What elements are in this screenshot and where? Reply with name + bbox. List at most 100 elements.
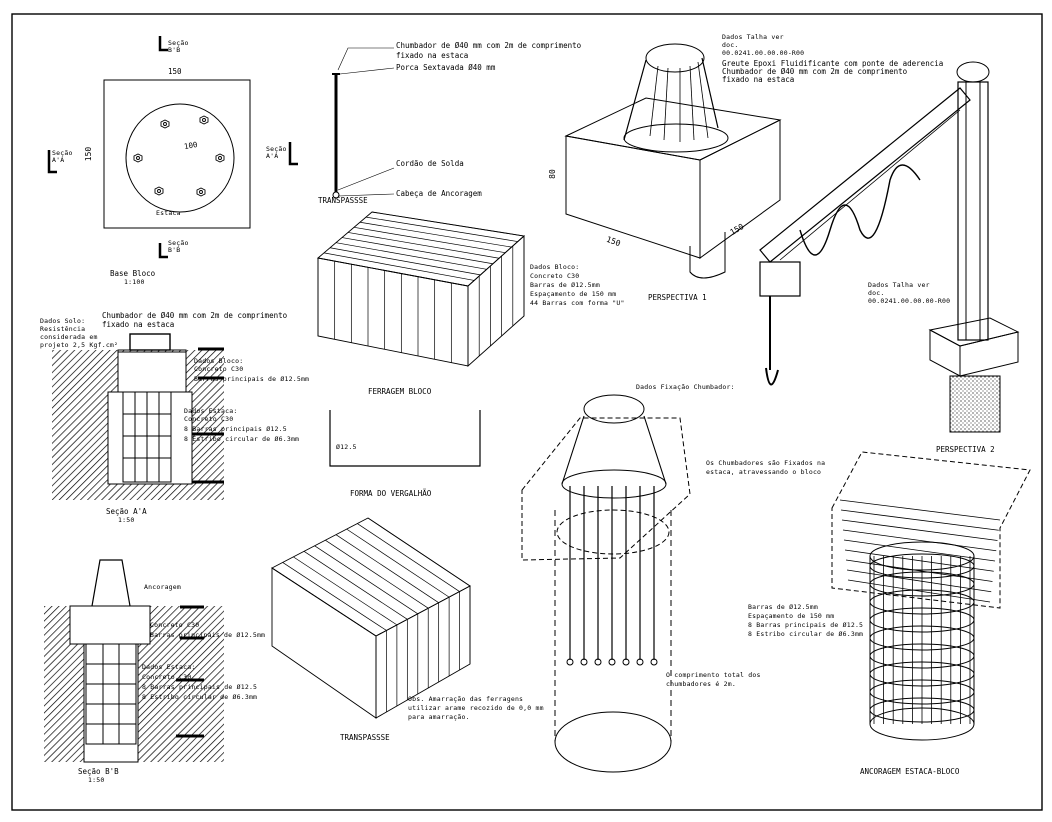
transpasse-box-lower: [271, 517, 471, 719]
estribo-ring: [869, 571, 975, 597]
secao-aa-solo-3: considerada em: [40, 333, 98, 341]
base-dim-circle: 100: [183, 139, 199, 152]
ancoragem-title: ANCORAGEM ESTACA-BLOCO: [860, 767, 960, 776]
transpasse-bar-line: [325, 539, 429, 609]
cage-bar: [323, 252, 475, 281]
transpasse2-note-1: Obs. Amarração das ferragens: [408, 695, 524, 703]
secao-aa-bloco-2: Concreto C30: [194, 365, 244, 373]
secao-bb-estaca-4: 8 Estribo circular de Ø6.3mm: [142, 693, 258, 701]
persp2-note-c: 00.0241.00.00.00-R00: [868, 297, 951, 305]
ferragem-note-5: 44 Barras com forma "U": [530, 299, 625, 307]
transpasse-bar-line: [357, 523, 460, 592]
rod-head: [594, 658, 602, 666]
secao-aa-solo-4: projeto 2,5 Kgf.cm²: [40, 341, 119, 349]
persp2-note-a: Dados Talha ver: [868, 281, 930, 289]
fixacao-note-1: Os Chumbadores são Fixados na: [706, 459, 826, 467]
persp2-note-b: doc.: [868, 289, 885, 297]
cage-bar: [359, 221, 512, 248]
transpasse2-note-2: utilizar arame recozido de 0,0 mm: [408, 704, 544, 712]
secao-bb-estaca-2: Concreto C30: [142, 673, 192, 681]
persp1-note-b: doc.: [722, 41, 739, 49]
transpasse-bar-line: [346, 528, 450, 598]
secao-aa-bloco-3: Barras principais de Ø12.5mm: [194, 375, 310, 383]
secao-aa-title: Seção A'A: [106, 507, 147, 516]
estribo-ring: [869, 607, 975, 633]
transpasse-note-solda: Cordão de Solda: [396, 159, 464, 168]
estribo-ring: [869, 625, 975, 651]
rod-head: [580, 658, 588, 666]
transpasse-note-cabeca: Cabeça de Ancoragem: [396, 189, 482, 198]
cage-bar: [371, 211, 525, 237]
secao-bb-estaca-3: 8 Barras principais de Ø12.5: [142, 683, 258, 691]
fixacao-note-2: estaca, atravessando o bloco: [706, 468, 822, 476]
persp1-note-e: Chumbador de Ø40 mm com 2m de compriment…: [722, 67, 908, 76]
cage-bar: [335, 242, 487, 270]
persp1-note-a: Dados Talha ver: [722, 33, 784, 41]
transpasse-bar-line: [303, 551, 408, 620]
estribo-ring: [869, 697, 975, 723]
estribo-ring: [869, 643, 975, 669]
estribo-ring: [869, 679, 975, 705]
cage-bar: [353, 226, 506, 254]
fixacao-note-4: chumbadores é 2m.: [666, 680, 736, 688]
ancoragem-u-bar: [846, 569, 992, 593]
rod-head: [636, 658, 644, 666]
ancoragem-u-bar: [847, 579, 991, 603]
secao-aa-chumbador-2: fixado na estaca: [102, 320, 175, 329]
cage-bar: [365, 216, 518, 242]
secao-bb-bloco-2: Barras principais de Ø12.5mm: [150, 631, 266, 639]
persp1-note-d: Greute Epoxi Fluidificante com ponte de …: [722, 59, 944, 68]
secao-bb-estaca-1: Dados Estaca:: [142, 663, 196, 671]
transpasse-bar: [332, 47, 395, 199]
forma-title: FORMA DO VERGALHÃO: [350, 489, 432, 498]
transpasse-bar-line: [282, 562, 387, 631]
ancoragem-u-bar: [843, 539, 996, 562]
ancoragem-estaca-bloco: [831, 451, 1031, 741]
secao-aa-estaca-3: 8 Barras principais Ø12.5: [184, 425, 287, 433]
ancoragem-u-bar: [841, 519, 998, 541]
ferragem-note-4: Espaçamento de 150 mm: [530, 290, 617, 298]
cage-bar: [329, 247, 481, 276]
ferragem-bloco-cage: [316, 211, 526, 368]
transpasse2-note-3: para amarração.: [408, 713, 470, 721]
transpasse-note-chumbador: Chumbador de Ø40 mm com 2m de compriment…: [396, 41, 582, 50]
secao-bb: [44, 559, 224, 763]
secao-aa-estaca-2: Concreto C30: [184, 415, 234, 423]
persp1-dim-h: 80: [547, 169, 557, 179]
persp2-title: PERSPECTIVA 2: [936, 445, 995, 454]
ferragem-title: FERRAGEM BLOCO: [368, 387, 432, 396]
persp1-note-f: fixado na estaca: [722, 75, 795, 84]
ancoragem-u-bar: [842, 529, 997, 552]
ferragem-note-1: Dados Bloco:: [530, 263, 580, 271]
cage-bar: [341, 237, 493, 265]
secao-aa-estaca-4: 8 Estribo circular de Ø6.3mm: [184, 435, 300, 443]
secao-bb-bloco-1: Concreto C30: [150, 621, 200, 629]
estribo-ring: [869, 589, 975, 615]
persp1-note-c: 00.0241.00.00.00-R00: [722, 49, 805, 57]
base-section-aa-right: Seção A'A: [266, 145, 287, 160]
forma-label: Ø12.5: [336, 443, 357, 451]
base-dim-left: 150: [84, 146, 94, 162]
base-dim-top: 150: [168, 67, 182, 76]
transpasse-note-porca: Porca Sextavada Ø40 mm: [396, 63, 496, 72]
secao-aa-chumbador: Chumbador de Ø40 mm com 2m de compriment…: [102, 311, 288, 320]
perspectiva-1: [564, 43, 782, 279]
rod-head: [650, 658, 658, 666]
cage-bar: [317, 257, 469, 287]
ancoragem-note-3: 8 Barras principais de Ø12.5: [748, 621, 864, 629]
transpasse-bar-line: [335, 534, 439, 603]
ferragem-note-2: Concreto C30: [530, 272, 580, 280]
base-bloco-plan: [47, 36, 298, 259]
transpasse2-title: TRANSPASSSE: [340, 733, 390, 742]
ferragem-note-3: Barras de Ø12.5mm: [530, 281, 600, 289]
ancoragem-u-bar: [845, 559, 993, 582]
base-section-bb-bottom: Seção B'B: [168, 239, 189, 254]
transpasse-bar-line: [293, 556, 398, 626]
base-section-bb-top: Seção B'B: [168, 39, 189, 54]
secao-aa-bloco-1: Dados Bloco:: [194, 357, 244, 365]
base-label-estaca: Estaca: [156, 209, 181, 217]
cage-bar: [347, 232, 500, 259]
ancoragem-note-1: Barras de Ø12.5mm: [748, 603, 818, 611]
